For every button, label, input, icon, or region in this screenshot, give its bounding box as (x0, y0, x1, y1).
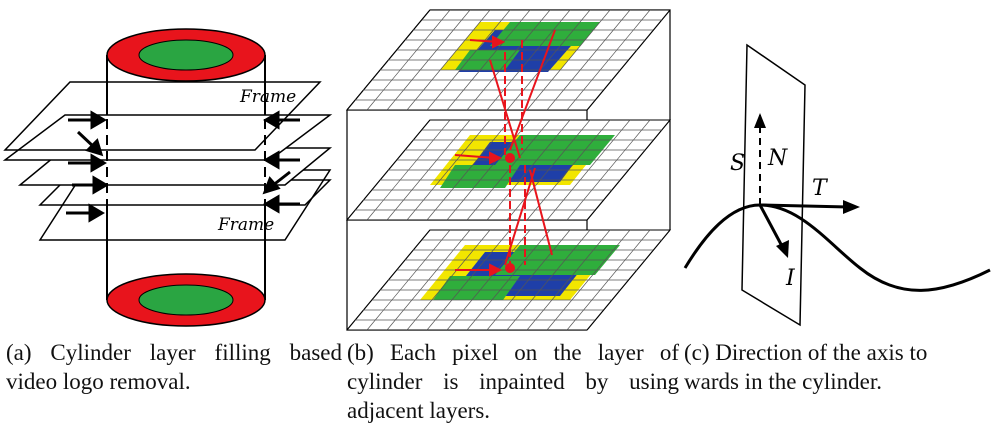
right-arrows (262, 110, 300, 214)
surface-plane (741, 43, 806, 327)
frame-label-top: Frame (239, 87, 296, 107)
frame-plane-upper (2, 114, 333, 161)
label-inward: I (785, 266, 796, 291)
panel-a-cylinder-diagram: Frame Frame (2, 28, 333, 327)
caption-c: (c) Direction of the axis to wards in th… (684, 338, 996, 396)
panel-b-layered-grid-diagram (345, 9, 672, 331)
top-ring-core (138, 39, 234, 71)
label-surface: S (730, 151, 745, 176)
caption-b: (b) Each pixel on the layer of cylinder … (347, 340, 679, 423)
frame-plane-lower-mid (38, 169, 332, 241)
frame-plane-top (3, 81, 322, 151)
label-tangent: T (812, 176, 829, 201)
left-arrows (66, 110, 109, 223)
caption-c-line-2: wards in the cylinder. (684, 369, 883, 394)
frame-plane-bottom (38, 179, 332, 206)
frame-label-bottom: Frame (217, 215, 274, 235)
curve (683, 203, 991, 292)
inpainting-arrows (454, 29, 556, 277)
bottom-ring-core (138, 284, 234, 316)
label-normal: N (767, 146, 788, 171)
panel-c-axis-direction-diagram: S N T I (683, 43, 991, 327)
caption-a: (a) Cylinder layer filling based video l… (6, 340, 342, 394)
tangent-axis (759, 203, 849, 209)
caption-c-line-1: (c) Direction of the axis to (684, 340, 928, 365)
inward-axis (758, 204, 785, 249)
